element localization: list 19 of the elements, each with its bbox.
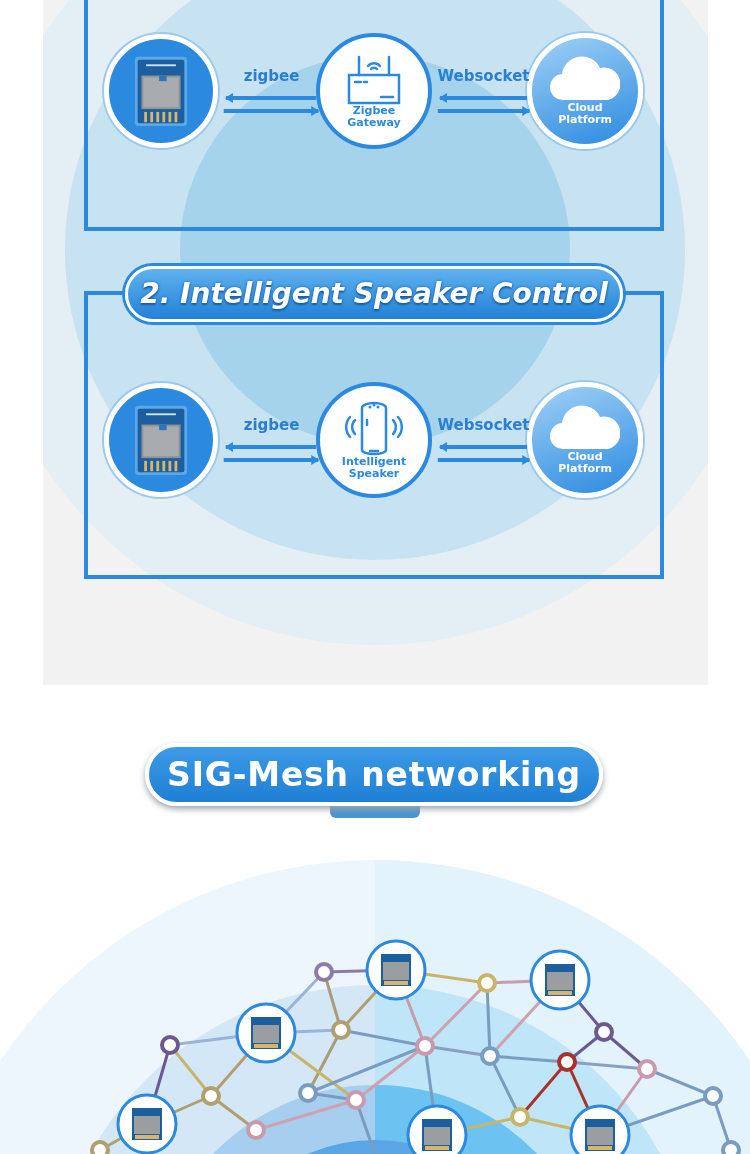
arrow [438, 442, 528, 452]
node-label: Cloud Platform [557, 451, 613, 475]
node-label: Zigbee Gateway [346, 105, 402, 129]
arrow [437, 455, 531, 465]
edge-label: zigbee [243, 66, 300, 87]
edge-label: Websocket [437, 66, 530, 87]
edge-label: zigbee [243, 415, 300, 436]
arrow [224, 93, 317, 103]
arrow [438, 93, 528, 103]
arrow [223, 455, 320, 465]
arrow [437, 106, 531, 116]
node-label: Cloud Platform [557, 102, 613, 126]
edge-label: Websocket [437, 415, 530, 436]
arrow [223, 106, 320, 116]
heading-text: 2. Intelligent Speaker Control [140, 276, 608, 312]
heading-text: SIG-Mesh networking [167, 753, 581, 796]
arrow [224, 442, 317, 452]
node-label: Intelligent Speaker [340, 456, 408, 480]
section-heading-banner [125, 266, 623, 322]
